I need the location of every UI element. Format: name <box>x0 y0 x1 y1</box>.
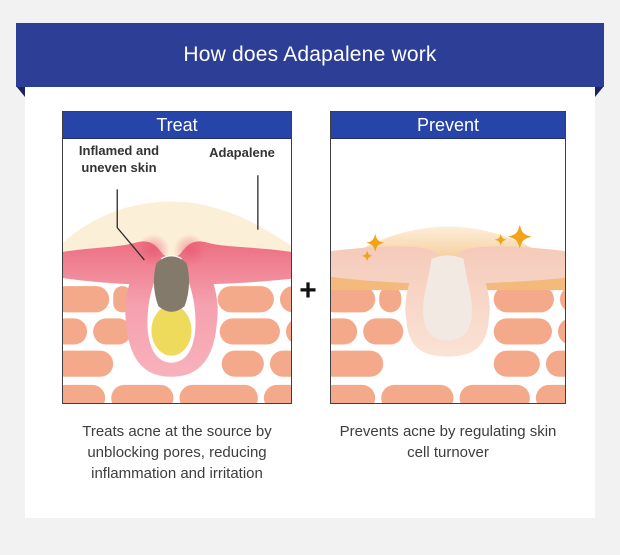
label-adapalene: Adapalene <box>209 145 275 160</box>
treat-panel: Treat <box>62 111 292 404</box>
pore-plug <box>153 256 190 312</box>
open-pore-interior <box>423 255 472 341</box>
prevent-illustration <box>331 224 565 403</box>
prevent-caption: Prevents acne by regulating skin cell tu… <box>339 423 557 461</box>
sparkle-icon <box>361 250 373 262</box>
page-title: How does Adapalene work <box>183 43 437 66</box>
banner-fold-right <box>595 86 604 97</box>
prevent-panel-body <box>331 139 565 403</box>
skin-cells <box>331 286 565 403</box>
banner-fold-left <box>16 86 25 97</box>
prevent-panel-header: Prevent <box>331 112 565 139</box>
prevent-panel: Prevent <box>330 111 566 404</box>
leader-line-inflamed <box>116 189 145 261</box>
skin-cells <box>63 286 291 403</box>
sparkle-icon <box>366 233 385 252</box>
plus-sign: + <box>299 274 317 307</box>
sebum-blob <box>151 305 192 356</box>
sparkle-icon <box>507 224 532 249</box>
sparkle-icon <box>494 233 507 246</box>
treat-illustration <box>63 175 291 403</box>
treat-panel-header: Treat <box>63 112 291 139</box>
sparkle-icons <box>361 224 532 262</box>
treat-caption: Treats acne at the source by unblocking … <box>82 423 272 482</box>
treat-panel-body: Inflamed and uneven skin Adapalene <box>63 139 291 403</box>
label-inflamed-skin: Inflamed and uneven skin <box>78 143 160 175</box>
title-banner: How does Adapalene work <box>16 23 604 87</box>
